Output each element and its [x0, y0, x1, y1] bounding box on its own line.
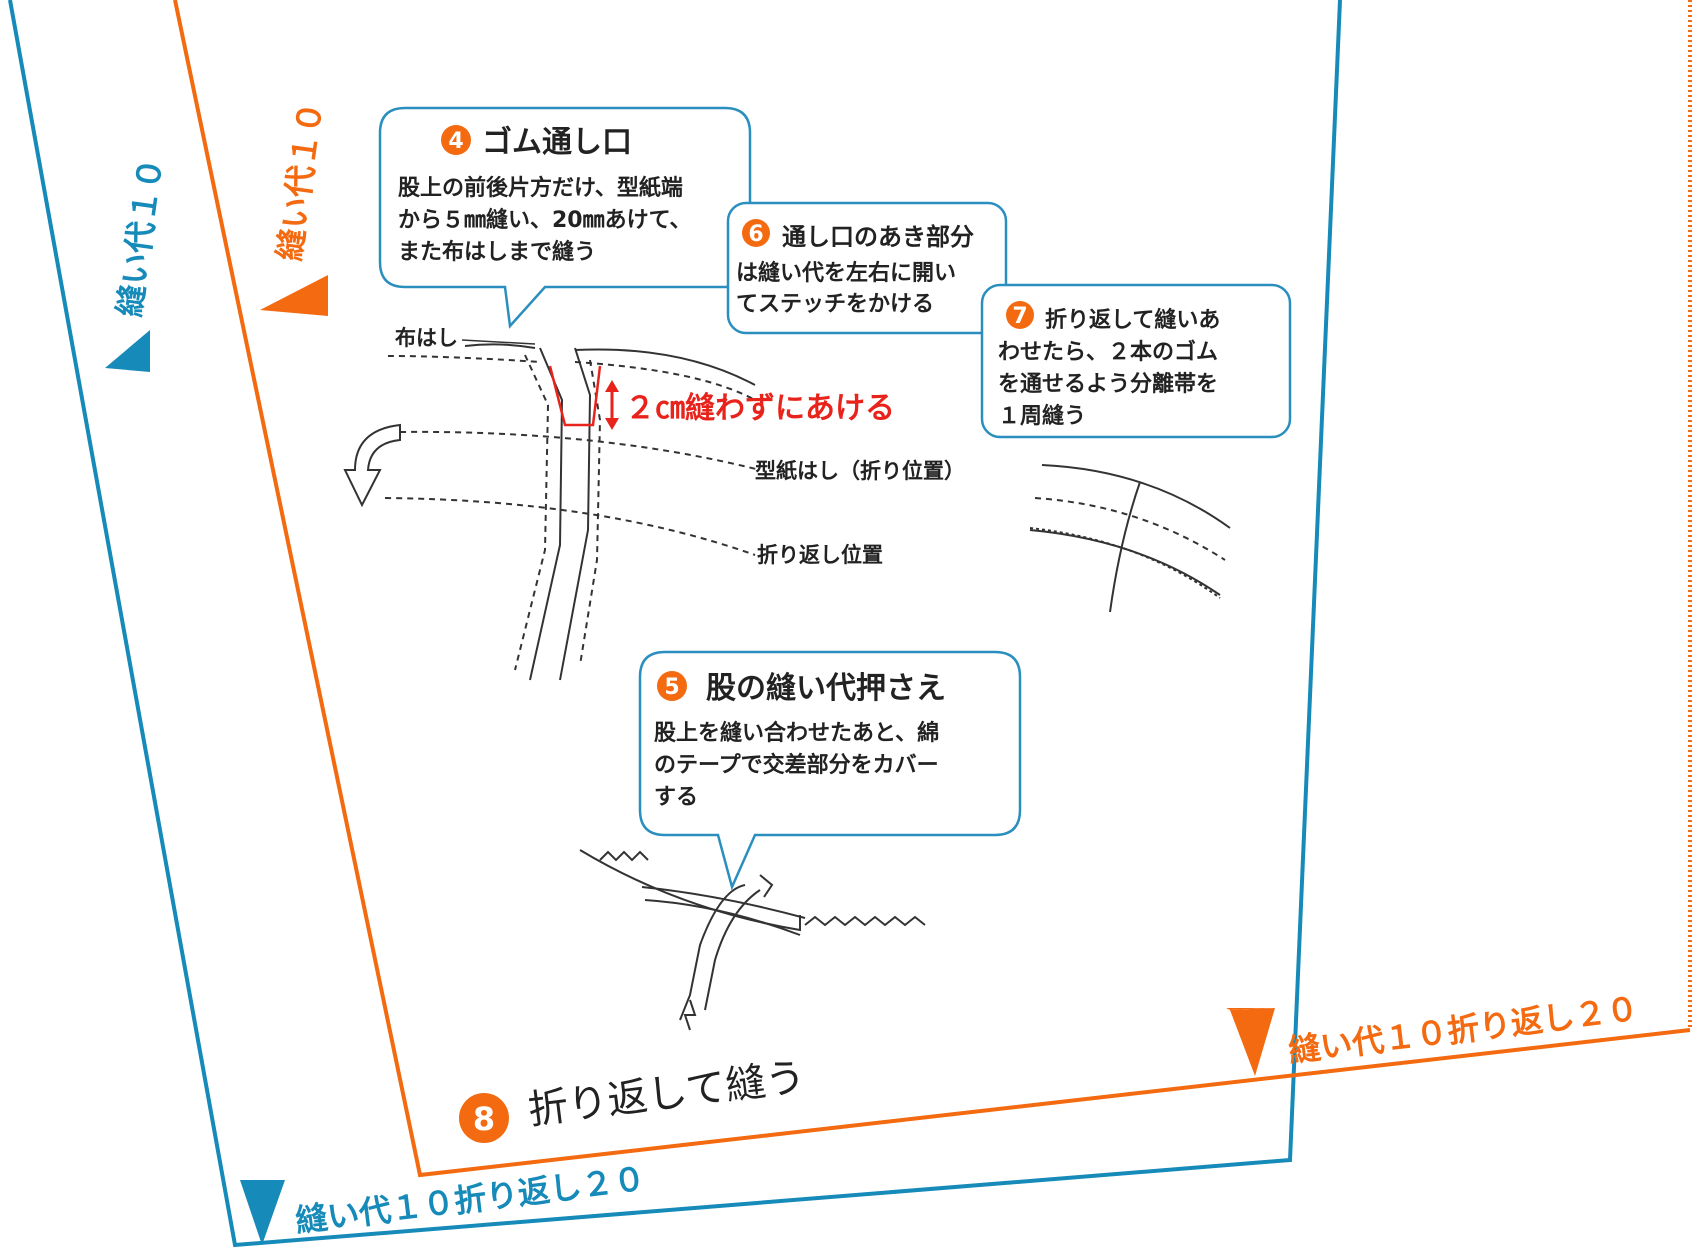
callout-7-title: 折り返して縫いあ	[1045, 307, 1220, 333]
callout-4: 4 ゴム通し口 股上の前後片方だけ、型紙端 から５㎜縫い、20㎜あけて、 また布…	[378, 106, 752, 329]
callout-7: 7 折り返して縫いあ わせたら、２本のゴム を通せるよう分離帯を １周縫う	[980, 283, 1292, 439]
blue-down-triangle	[240, 1180, 285, 1245]
number-badge-4-text: 4	[448, 129, 463, 154]
number-badge-5	[657, 671, 687, 701]
callout-5-title: 股の縫い代押さえ	[706, 671, 946, 706]
number-badge-8-text: 8	[473, 1100, 495, 1138]
step8-text: 折り返して縫う	[526, 1054, 808, 1134]
pattern-edge-label: 型紙はし（折り位置）	[755, 459, 965, 483]
fabric-edge-label: 布はし	[395, 326, 458, 350]
callout-7-line-1: わせたら、２本のゴム	[998, 339, 1218, 365]
callout-5-line-2: のテープで交差部分をカバー	[654, 752, 939, 778]
callout-5: 5 股の縫い代押さえ 股上を縫い合わせたあと、綿 のテープで交差部分をカバー す…	[638, 650, 1022, 891]
number-badge-6	[742, 219, 770, 247]
callout-6-line-2: てステッチをかける	[736, 292, 934, 317]
callout-6-line-1: は縫い代を左右に開い	[736, 260, 956, 286]
number-badge-7-text: 7	[1012, 304, 1027, 329]
fabric-edge-leader	[461, 339, 536, 345]
blue-cutting-line	[8, 0, 1342, 1248]
callout-4-line-1: 股上の前後片方だけ、型紙端	[398, 175, 683, 201]
callout-7-line-2: を通せるよう分離帯を	[998, 371, 1218, 397]
callout-4-line-2: から５㎜縫い、20㎜あけて、	[398, 207, 692, 233]
opening-arrow-head-up	[605, 380, 619, 392]
number-badge-4	[441, 125, 471, 155]
callout-6-title: 通し口のあき部分	[782, 223, 974, 251]
callout-4-title: ゴム通し口	[482, 125, 632, 160]
seam-label-orange-left: 縫い代１０	[270, 99, 330, 263]
callout-5-line-1: 股上を縫い合わせたあと、綿	[654, 720, 939, 746]
orange-triangle-marker	[260, 275, 328, 316]
separation-band-illustration	[1029, 464, 1231, 613]
number-badge-7	[1006, 301, 1034, 329]
orange-down-triangle	[1230, 1008, 1275, 1076]
callout-5-line-3: する	[654, 785, 698, 810]
orange-pattern-line	[173, 0, 1691, 1178]
orange-triangle-marker-bottom	[1226, 1008, 1272, 1010]
callout-7-line-3: １周縫う	[998, 403, 1086, 429]
opening-note: ２㎝縫わずにあける	[625, 391, 895, 426]
number-badge-6-text: 6	[748, 222, 763, 247]
opening-arrow-head-down	[605, 418, 619, 430]
number-badge-5-text: 5	[664, 675, 679, 700]
seam-label-blue-left: 縫い代１０	[110, 155, 170, 319]
fold-arrow-icon	[343, 423, 401, 508]
number-badge-8	[459, 1093, 509, 1143]
fold-position-label: 折り返し位置	[757, 543, 883, 567]
waistband-illustration	[384, 343, 761, 681]
crotch-tape-illustration	[579, 849, 926, 1031]
blue-triangle-marker	[105, 330, 150, 372]
callout-6: 6 通し口のあき部分 は縫い代を左右に開い てステッチをかける	[726, 201, 1008, 335]
callout-4-line-3: また布はしまで縫う	[398, 239, 596, 265]
